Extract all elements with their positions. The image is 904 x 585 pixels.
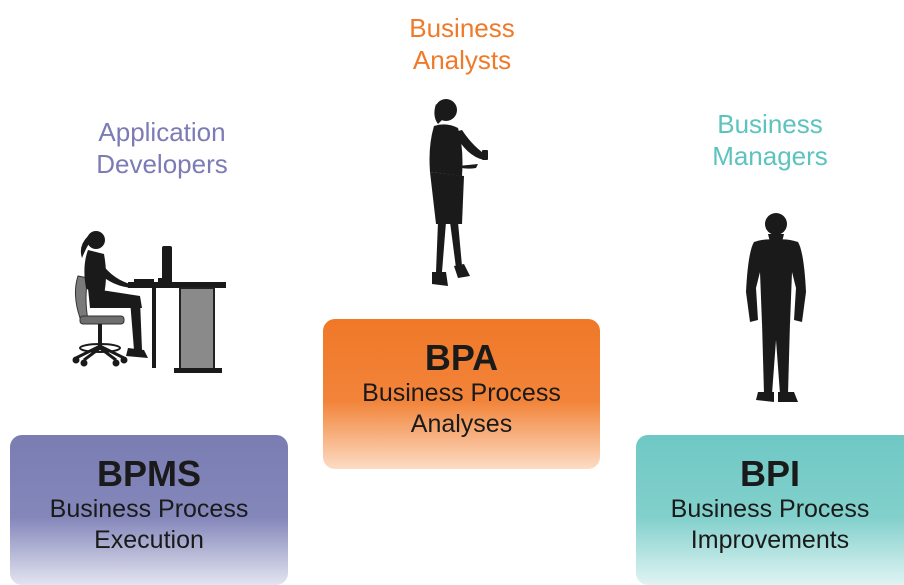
role-label-line2: Developers <box>96 149 228 179</box>
role-label-line1: Business <box>409 13 515 43</box>
box-line2: Improvements <box>690 526 850 554</box>
box-line2: Analyses <box>410 410 513 438</box>
role-label-line2: Managers <box>712 141 828 171</box>
role-label-line1: Application <box>98 117 226 147</box>
box-line1: Business Process <box>670 495 870 523</box>
box-acronym: BPI <box>739 453 800 494</box>
bpms-box: BPMS Business Process Execution <box>10 435 288 585</box>
role-label-application-developers: Application Developers <box>52 116 272 180</box>
box-acronym: BPA <box>424 337 499 378</box>
businessman-icon <box>746 213 806 402</box>
box-line1: Business Process <box>362 379 561 407</box>
developer-at-desk-icon <box>72 231 226 373</box>
role-label-business-managers: Business Managers <box>660 108 880 172</box>
box-acronym: BPMS <box>96 453 201 494</box>
role-label-business-analysts: Business Analysts <box>352 12 572 76</box>
bpi-box: BPI Business Process Improvements <box>636 435 904 585</box>
box-line2: Execution <box>94 526 204 554</box>
woman-with-phone-icon <box>429 99 488 286</box>
role-label-line1: Business <box>717 109 823 139</box>
box-line1: Business Process <box>49 495 249 523</box>
bpa-box: BPA Business Process Analyses <box>323 319 600 469</box>
role-label-line2: Analysts <box>412 45 512 75</box>
